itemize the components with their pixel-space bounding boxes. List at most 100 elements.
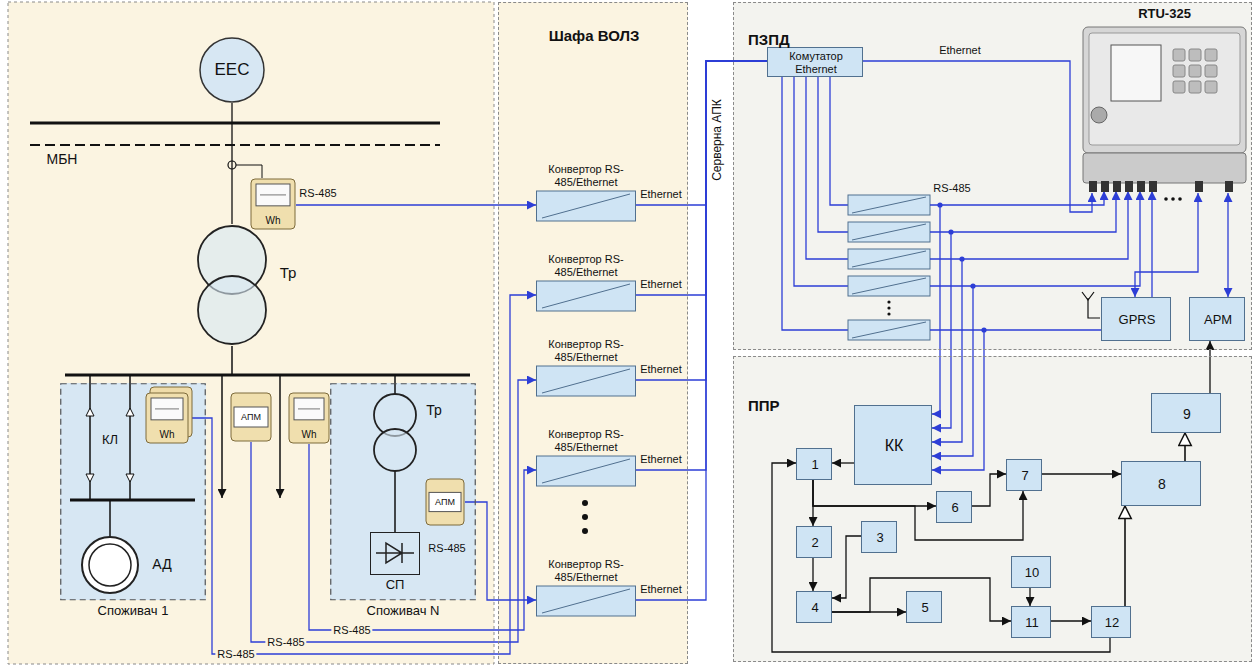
antenna	[1082, 292, 1094, 300]
node-outline	[1081, 5, 1248, 193]
signal-label: Ethernet	[638, 583, 684, 595]
node-text: Конвертор RS-485/Ethernet	[530, 336, 642, 365]
ellipsis-dot	[582, 500, 588, 506]
node-text: КК	[855, 406, 933, 486]
node-text: ПЗПД	[748, 29, 838, 51]
node-text: Комутатор Ethernet	[768, 48, 864, 78]
node-text: 12	[1092, 607, 1132, 639]
node-text: 6	[937, 492, 973, 524]
apm-node: АПМ	[425, 478, 465, 526]
meter-dial	[298, 408, 320, 409]
region-node: Споживач NТрАПМСП	[330, 383, 476, 620]
connector	[296, 204, 536, 205]
box-node: 7	[1006, 459, 1042, 491]
converter-box	[848, 276, 930, 296]
node-text: Конвертор RS-485/Ethernet	[530, 556, 642, 585]
box-node: 9	[1151, 393, 1221, 433]
node-text: АПМ	[230, 407, 272, 427]
box-node: КК	[854, 405, 932, 485]
conv-node: Конвертор RS-485/Ethernet	[536, 426, 636, 486]
junction-dot	[981, 327, 986, 332]
part-label: МБН	[45, 152, 80, 167]
panel-node: ППРКК123456789101112	[733, 356, 1252, 662]
connector	[1029, 588, 1030, 606]
junction-dot	[970, 283, 975, 288]
device-port	[1101, 181, 1109, 192]
circle-node: ЕЕС	[199, 37, 265, 103]
signal-label: RS-485	[426, 542, 467, 554]
signal-label: Ethernet	[638, 188, 684, 200]
rs485-wire	[932, 205, 940, 414]
box-node: 2	[796, 526, 832, 558]
box-node: 8	[1121, 461, 1201, 506]
feeder-arrow	[221, 375, 223, 498]
device-key	[1205, 81, 1217, 93]
device-port	[1195, 181, 1203, 192]
meter-window	[151, 398, 183, 420]
converter-diagonal	[852, 322, 926, 338]
device-screen	[1111, 45, 1161, 101]
node-text: 8	[1122, 462, 1202, 507]
connector	[636, 61, 767, 380]
box-node: 3	[861, 521, 897, 553]
connector	[863, 61, 1092, 212]
ellipsis-dot	[887, 300, 890, 303]
node-text: GPRS	[1102, 298, 1172, 342]
feeder-line	[109, 500, 111, 537]
busbar	[70, 499, 195, 502]
meter-body	[426, 479, 464, 525]
rect-node: СП	[370, 532, 420, 596]
signal-label: RS-485	[265, 636, 306, 648]
ellipsis-dot	[887, 306, 890, 309]
connector	[189, 295, 536, 654]
rtu-node: RTU-325	[1081, 5, 1248, 193]
panel-node: ПЗПДКомутатор EthernetRTU-325GPRSАРМ	[733, 2, 1252, 350]
converter-box	[848, 249, 930, 269]
node-text: АПМ	[425, 492, 465, 511]
converter-box	[537, 586, 636, 616]
node-outline	[197, 224, 307, 346]
device-key	[1173, 49, 1185, 61]
processor-ground	[733, 356, 1252, 662]
rs485-wire	[932, 286, 973, 456]
conv-node: Конвертор RS-485/Ethernet	[536, 556, 636, 616]
conv-node: Конвертор RS-485/Ethernet	[536, 251, 636, 311]
busbar	[65, 374, 470, 377]
server-ground	[733, 2, 1252, 350]
node-text: ППР	[748, 395, 838, 417]
motor-outline	[82, 537, 138, 593]
box-node: 6	[936, 491, 972, 523]
motor-node: АД	[76, 533, 186, 598]
device-port	[1149, 181, 1157, 192]
connector	[1184, 433, 1186, 461]
node-text: Wh	[250, 213, 296, 228]
trafo-node: Тр	[373, 393, 453, 473]
box-node: 5	[906, 591, 942, 623]
ethernet-wire	[818, 76, 848, 232]
node-text: Конвертор RS-485/Ethernet	[530, 161, 642, 190]
box-node: Комутатор Ethernet	[767, 47, 863, 77]
junction-dot	[948, 229, 953, 234]
transformer-winding	[374, 429, 416, 471]
converter-box	[537, 456, 636, 486]
converter-diagonal	[542, 369, 630, 393]
connector	[812, 558, 813, 591]
meter-node: Wh	[288, 392, 330, 444]
box-node: 12	[1091, 606, 1131, 638]
busbar-dashed	[30, 144, 440, 146]
meter-body	[289, 393, 329, 443]
conv-node: Конвертор RS-485/Ethernet	[536, 161, 636, 221]
ethernet-wire	[806, 76, 848, 259]
panel-node: Шафа ВОЛЗКонвертор RS-485/EthernetКонвер…	[498, 2, 688, 664]
node-text: 9	[1152, 394, 1222, 434]
converter-diagonal	[852, 278, 926, 294]
part-label: КЛ	[100, 433, 120, 447]
connector	[813, 480, 1023, 540]
junction-dot	[959, 256, 964, 261]
converter-box	[537, 191, 636, 221]
consumer-ground	[60, 383, 206, 600]
connector	[1124, 506, 1126, 606]
